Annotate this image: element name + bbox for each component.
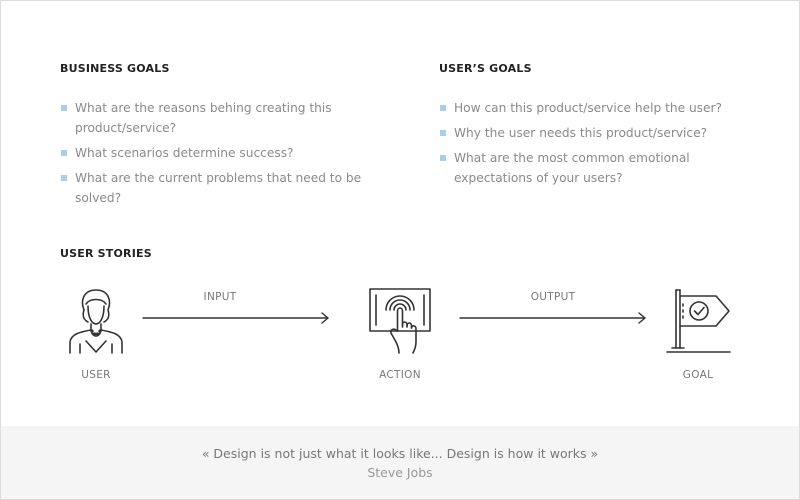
bullet-icon bbox=[440, 105, 446, 111]
bullet-icon bbox=[61, 105, 67, 111]
bullet-icon bbox=[440, 130, 446, 136]
list-item: What are the current problems that need … bbox=[60, 168, 370, 208]
list-item: What are the reasons behing creating thi… bbox=[60, 98, 370, 138]
goal-flag-icon bbox=[666, 289, 731, 353]
step-label-user: USER bbox=[81, 369, 111, 381]
quote-author: Steve Jobs bbox=[367, 465, 433, 480]
users-goals-list: How can this product/service help the us… bbox=[439, 98, 739, 188]
bullet-icon bbox=[61, 175, 67, 181]
input-label: INPUT bbox=[203, 291, 237, 303]
bullet-icon bbox=[440, 155, 446, 161]
list-item: Why the user needs this product/service? bbox=[439, 123, 739, 143]
list-item: What are the most common emotional expec… bbox=[439, 148, 739, 188]
business-goals-list: What are the reasons behing creating thi… bbox=[60, 98, 370, 208]
user-icon bbox=[69, 289, 123, 354]
business-goals-title: BUSINESS GOALS bbox=[60, 62, 170, 75]
output-label: OUTPUT bbox=[530, 291, 576, 303]
step-label-action: ACTION bbox=[379, 369, 421, 381]
list-item: What scenarios determine success? bbox=[60, 143, 370, 163]
business-goals-section: BUSINESS GOALS What are the reasons behi… bbox=[60, 62, 370, 213]
arrow-right-icon bbox=[459, 312, 646, 324]
users-goals-section: USER’S GOALS How can this product/servic… bbox=[439, 62, 739, 193]
step-label-goal: GOAL bbox=[682, 369, 714, 381]
touch-screen-icon bbox=[369, 288, 431, 354]
quote-footer: « Design is not just what it looks like.… bbox=[1, 426, 799, 499]
quote-text: « Design is not just what it looks like.… bbox=[201, 446, 599, 461]
arrow-right-icon bbox=[142, 312, 329, 324]
bullet-icon bbox=[61, 150, 67, 156]
user-stories-title: USER STORIES bbox=[60, 247, 152, 260]
list-item: How can this product/service help the us… bbox=[439, 98, 739, 118]
users-goals-title: USER’S GOALS bbox=[439, 62, 532, 75]
